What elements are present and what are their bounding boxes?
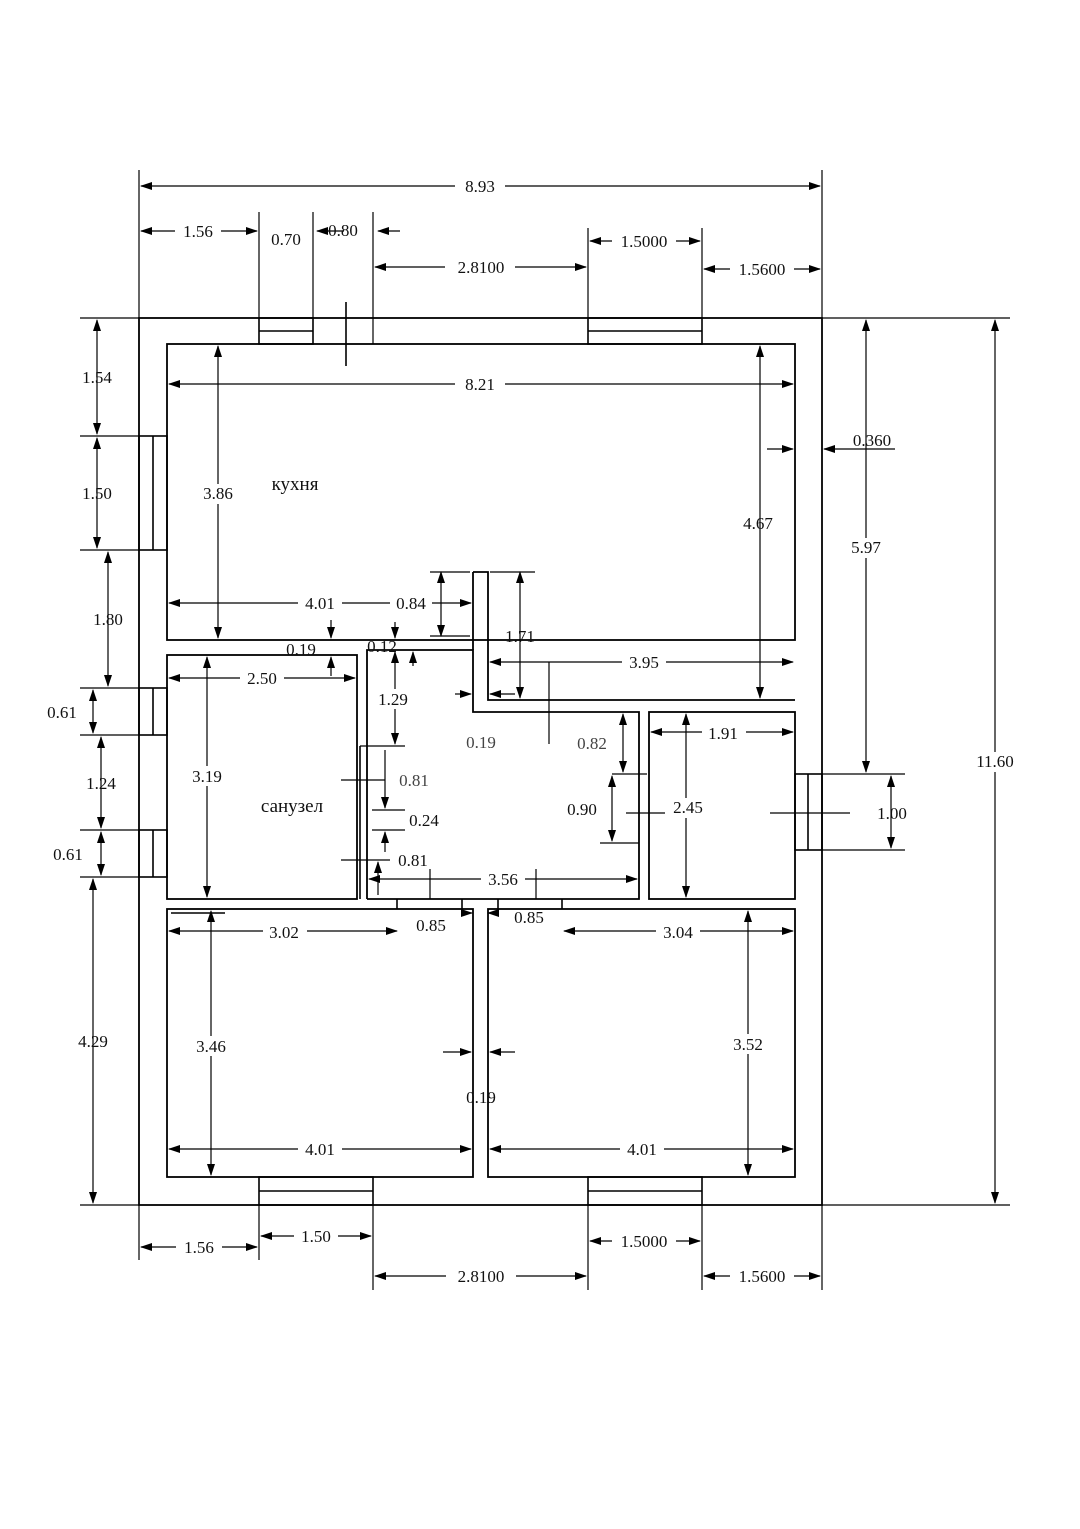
label-hall-129: 1.29 bbox=[378, 690, 408, 709]
lbl-bg-kitchen-084 bbox=[390, 593, 432, 613]
label-hall-019: 0.19 bbox=[466, 733, 496, 752]
label-top-window-1: 0.70 bbox=[271, 230, 301, 249]
label-wall-019-b: 0.19 bbox=[466, 1088, 496, 1107]
lbl-bg-room-a-width bbox=[263, 922, 307, 942]
label-top-mid: 2.8100 bbox=[458, 258, 505, 277]
lbl-bg-total-height bbox=[970, 752, 1020, 772]
label-right-100: 1.00 bbox=[877, 804, 907, 823]
lbl-bg-bath-height bbox=[187, 766, 229, 786]
bathroom-wall bbox=[166, 654, 358, 900]
label-kitchen-height-right: 4.67 bbox=[743, 514, 773, 533]
label-bath-height: 3.19 bbox=[192, 767, 222, 786]
lbl-bg-room-a-bottom bbox=[298, 1139, 342, 1159]
label-kitchen-084: 0.84 bbox=[396, 594, 426, 613]
label-room-a-height: 3.46 bbox=[196, 1037, 226, 1056]
label-bottom-right: 1.5600 bbox=[739, 1267, 786, 1286]
lbl-bg-hall-356 bbox=[481, 869, 525, 889]
label-left-7: 4.29 bbox=[78, 1032, 108, 1051]
label-room-a-width: 3.02 bbox=[269, 923, 299, 942]
lbl-bg-top-left bbox=[175, 221, 221, 241]
lbl-bg-room-b-bottom bbox=[620, 1139, 664, 1159]
label-top-right: 1.5600 bbox=[739, 260, 786, 279]
label-hall-395: 3.95 bbox=[629, 653, 659, 672]
lbl-bg-bot-w1 bbox=[294, 1226, 338, 1246]
label-hall-090: 0.90 bbox=[567, 800, 597, 819]
label-bottom-left-1: 1.56 bbox=[184, 1238, 214, 1257]
label-bath-width: 2.50 bbox=[247, 669, 277, 688]
label-door-081-a: 0.81 bbox=[399, 771, 429, 790]
lbl-bg-room-b-height bbox=[727, 1034, 769, 1054]
room-label-kitchen: кухня bbox=[272, 474, 319, 495]
lbl-bg-top-w2 bbox=[612, 231, 676, 251]
label-top-left-1: 1.56 bbox=[183, 222, 213, 241]
label-left-5: 1.24 bbox=[86, 774, 116, 793]
lbl-bg-top-right bbox=[730, 259, 794, 279]
label-hall-356: 3.56 bbox=[488, 870, 518, 889]
label-bottom-window-2: 1.5000 bbox=[621, 1232, 668, 1251]
label-door-024: 0.24 bbox=[409, 811, 439, 830]
label-top-door: 0.80 bbox=[328, 221, 358, 240]
kitchen-partition bbox=[473, 571, 795, 701]
lbl-bg-bot-left bbox=[176, 1237, 222, 1257]
label-room-b-width: 3.04 bbox=[663, 923, 693, 942]
label-right-036: 0.360 bbox=[853, 431, 891, 450]
label-room-191: 1.91 bbox=[708, 724, 738, 743]
label-left-6: 0.61 bbox=[53, 845, 83, 864]
lbl-bg-room-191 bbox=[702, 722, 746, 742]
label-top-window-2: 1.5000 bbox=[621, 232, 668, 251]
label-kitchen-width: 8.21 bbox=[465, 375, 495, 394]
label-room-b-height: 3.52 bbox=[733, 1035, 763, 1054]
label-wall-019-a: 0.19 bbox=[286, 640, 316, 659]
walls bbox=[138, 317, 823, 1206]
lbl-bg-total-width bbox=[455, 176, 505, 196]
lbl-bg-bot-mid bbox=[446, 1266, 516, 1286]
lbl-bg-kitchen-bottom bbox=[298, 593, 342, 613]
openings bbox=[138, 302, 823, 1206]
lbl-bg-top-mid bbox=[445, 257, 515, 277]
lbl-bg-room-a-height bbox=[190, 1036, 232, 1056]
extension-lines bbox=[80, 170, 1010, 1290]
lbl-bg-bot-right bbox=[730, 1266, 794, 1286]
label-hall-171: 1.71 bbox=[505, 627, 535, 646]
label-kitchen-height-left: 3.86 bbox=[203, 484, 233, 503]
lbl-bg-hall-395 bbox=[622, 652, 666, 672]
label-bottom-mid: 2.8100 bbox=[458, 1267, 505, 1286]
label-bottom-window-1: 1.50 bbox=[301, 1227, 331, 1246]
lbl-bg-bath-width bbox=[240, 668, 284, 688]
labels: 8.93 1.56 0.70 0.80 2.8100 1.5000 1.5600… bbox=[47, 176, 1020, 1286]
label-wall-012: 0.12 bbox=[367, 637, 397, 656]
label-door-085-a: 0.85 bbox=[416, 916, 446, 935]
label-total-width: 8.93 bbox=[465, 177, 495, 196]
label-door-085-b: 0.85 bbox=[514, 908, 544, 927]
room-label-bathroom: санузел bbox=[261, 796, 324, 817]
label-left-2: 1.50 bbox=[82, 484, 112, 503]
lbl-bg-bot-w2 bbox=[612, 1231, 676, 1251]
lbl-bg-room-245 bbox=[666, 798, 708, 818]
label-hall-082: 0.82 bbox=[577, 734, 607, 753]
label-kitchen-bottom-value: 4.01 bbox=[305, 594, 335, 613]
label-room-b-bottom: 4.01 bbox=[627, 1140, 657, 1159]
label-door-081-b: 0.81 bbox=[398, 851, 428, 870]
label-total-height: 11.60 bbox=[976, 752, 1014, 771]
dimension-lines bbox=[89, 182, 999, 1280]
label-right-597: 5.97 bbox=[851, 538, 881, 557]
outer-wall bbox=[138, 317, 823, 1206]
lbl-bg-kitchen-hl bbox=[197, 484, 241, 504]
label-room-245: 2.45 bbox=[673, 798, 703, 817]
lbl-bg-room-b-width bbox=[656, 922, 700, 942]
lbl-bg-right-597 bbox=[845, 538, 890, 558]
lbl-bg-hall-129 bbox=[372, 689, 416, 709]
label-room-a-bottom: 4.01 bbox=[305, 1140, 335, 1159]
lbl-bg-kitchen-width bbox=[455, 374, 505, 394]
label-left-1: 1.54 bbox=[82, 368, 112, 387]
hallway-wall bbox=[366, 649, 640, 900]
label-left-4: 0.61 bbox=[47, 703, 77, 722]
label-left-3: 1.80 bbox=[93, 610, 123, 629]
